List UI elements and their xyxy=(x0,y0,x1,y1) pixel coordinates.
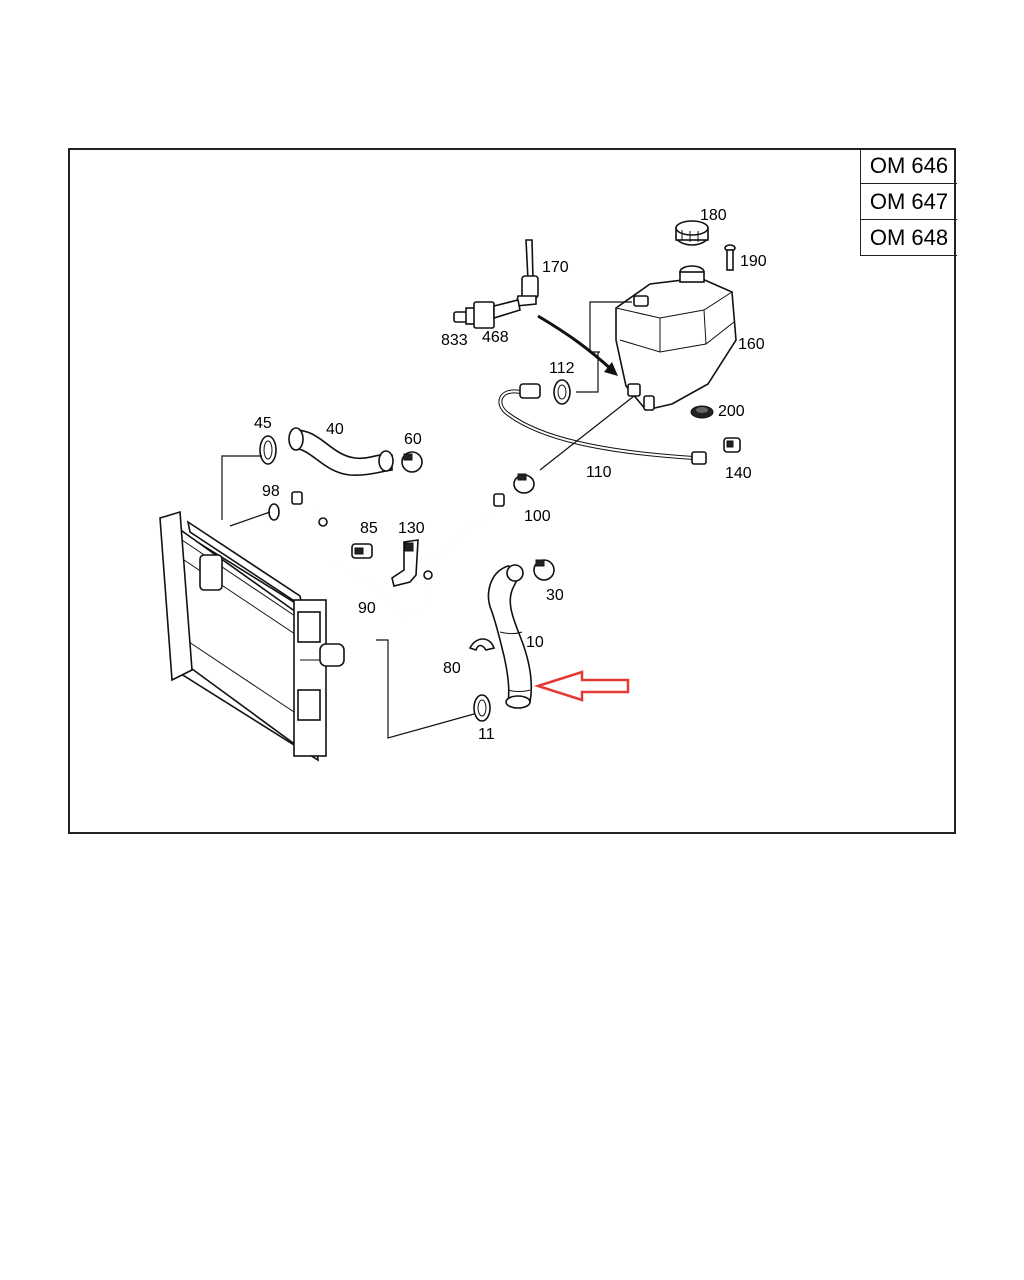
part-112-seal xyxy=(553,379,571,405)
part-11-seal xyxy=(473,694,491,722)
highlight-arrow xyxy=(533,670,630,702)
callout-160: 160 xyxy=(738,336,765,353)
part-180-cap xyxy=(675,220,709,246)
part-45-seal xyxy=(259,435,277,465)
callout-40: 40 xyxy=(326,421,344,438)
callout-468: 468 xyxy=(482,329,509,346)
callout-80: 80 xyxy=(443,660,461,677)
part-100-clamp xyxy=(513,473,535,494)
diagram-frame xyxy=(68,148,956,834)
part-170-vent-pipe xyxy=(515,239,539,307)
part-140-clip xyxy=(723,437,741,453)
callout-10: 10 xyxy=(526,634,544,651)
callout-190: 190 xyxy=(740,253,767,270)
part-90-bleed-line xyxy=(291,491,505,618)
part-85-clip xyxy=(351,543,373,559)
callout-85: 85 xyxy=(360,520,378,537)
callout-98: 98 xyxy=(262,483,280,500)
callout-11: 11 xyxy=(478,726,495,743)
callout-112: 112 xyxy=(549,360,575,377)
part-98-seal xyxy=(268,503,280,521)
callout-200: 200 xyxy=(718,403,745,420)
callout-180: 180 xyxy=(700,207,727,224)
callout-140: 140 xyxy=(725,465,752,482)
callout-90: 90 xyxy=(358,600,376,617)
engine-variant-om646: OM 646 xyxy=(869,153,949,178)
pointer-arrow xyxy=(537,314,618,376)
engine-variant-table: OM 646 OM 647 OM 648 xyxy=(860,148,957,256)
radiator xyxy=(159,510,343,762)
callout-45: 45 xyxy=(254,415,272,432)
part-190-screw xyxy=(724,244,736,271)
engine-variant-om647: OM 647 xyxy=(861,183,957,219)
callout-110: 110 xyxy=(586,464,612,481)
part-30-clamp xyxy=(533,559,555,581)
part-833-sensor xyxy=(453,307,477,325)
callout-30: 30 xyxy=(546,587,564,604)
part-40-upper-hose xyxy=(288,427,394,476)
part-468-connector xyxy=(473,299,521,329)
engine-variant-om648: OM 648 xyxy=(861,219,957,255)
callout-170: 170 xyxy=(542,259,569,276)
callout-60: 60 xyxy=(404,431,422,448)
part-110-hose xyxy=(498,383,707,465)
part-130-bracket xyxy=(391,539,419,587)
callout-labels: 180 190 170 833 468 160 112 200 45 40 60… xyxy=(254,207,767,743)
part-60-clamp xyxy=(401,451,423,473)
radiator-outlet-pipe xyxy=(319,643,345,667)
part-200-grommet xyxy=(690,405,714,419)
part-160-expansion-tank xyxy=(615,265,737,411)
callout-130: 130 xyxy=(398,520,425,537)
part-80-clip xyxy=(468,638,496,652)
part-10-lower-hose xyxy=(487,564,533,709)
leader-lines xyxy=(221,301,635,739)
callout-100: 100 xyxy=(524,508,551,525)
callout-833: 833 xyxy=(441,332,468,349)
